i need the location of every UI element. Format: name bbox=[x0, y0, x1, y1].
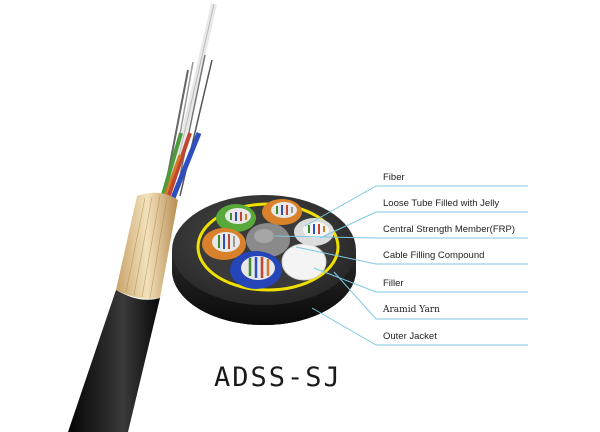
cable-model-title: ADSS-SJ bbox=[214, 362, 342, 393]
filler-rod bbox=[281, 243, 327, 281]
label-filling-compound: Cable Filling Compound bbox=[383, 250, 485, 261]
cable-cross-section bbox=[172, 195, 356, 325]
label-loose-tube: Loose Tube Filled with Jelly bbox=[383, 198, 500, 209]
label-filler: Filler bbox=[383, 278, 404, 289]
leader-line-aramid-yarn bbox=[333, 271, 528, 320]
cable-side-view bbox=[68, 3, 217, 432]
leader-line-loose-tube bbox=[319, 211, 528, 239]
leader-lines bbox=[274, 185, 528, 346]
label-aramid-yarn: Aramid Yarn bbox=[383, 305, 440, 315]
leader-line-filling-compound bbox=[295, 246, 528, 265]
loose-tube-orange-top bbox=[262, 199, 302, 225]
leader-line-filler bbox=[313, 267, 528, 293]
exposed-fibers bbox=[160, 3, 217, 199]
leader-line-strength-member bbox=[274, 235, 528, 239]
loose-tube-green bbox=[216, 204, 256, 232]
leader-line-fiber bbox=[304, 185, 528, 227]
label-outer-jacket: Outer Jacket bbox=[383, 331, 437, 342]
label-strength-member: Central Strength Member(FRP) bbox=[383, 224, 515, 235]
outer-jacket-side bbox=[68, 290, 160, 432]
loose-tube-white bbox=[294, 218, 334, 246]
label-fiber: Fiber bbox=[383, 172, 405, 183]
loose-tube-orange-left bbox=[202, 228, 246, 260]
loose-tube-blue bbox=[230, 251, 282, 289]
leader-line-outer-jacket bbox=[311, 307, 528, 346]
aramid-yarn-section bbox=[116, 192, 178, 299]
